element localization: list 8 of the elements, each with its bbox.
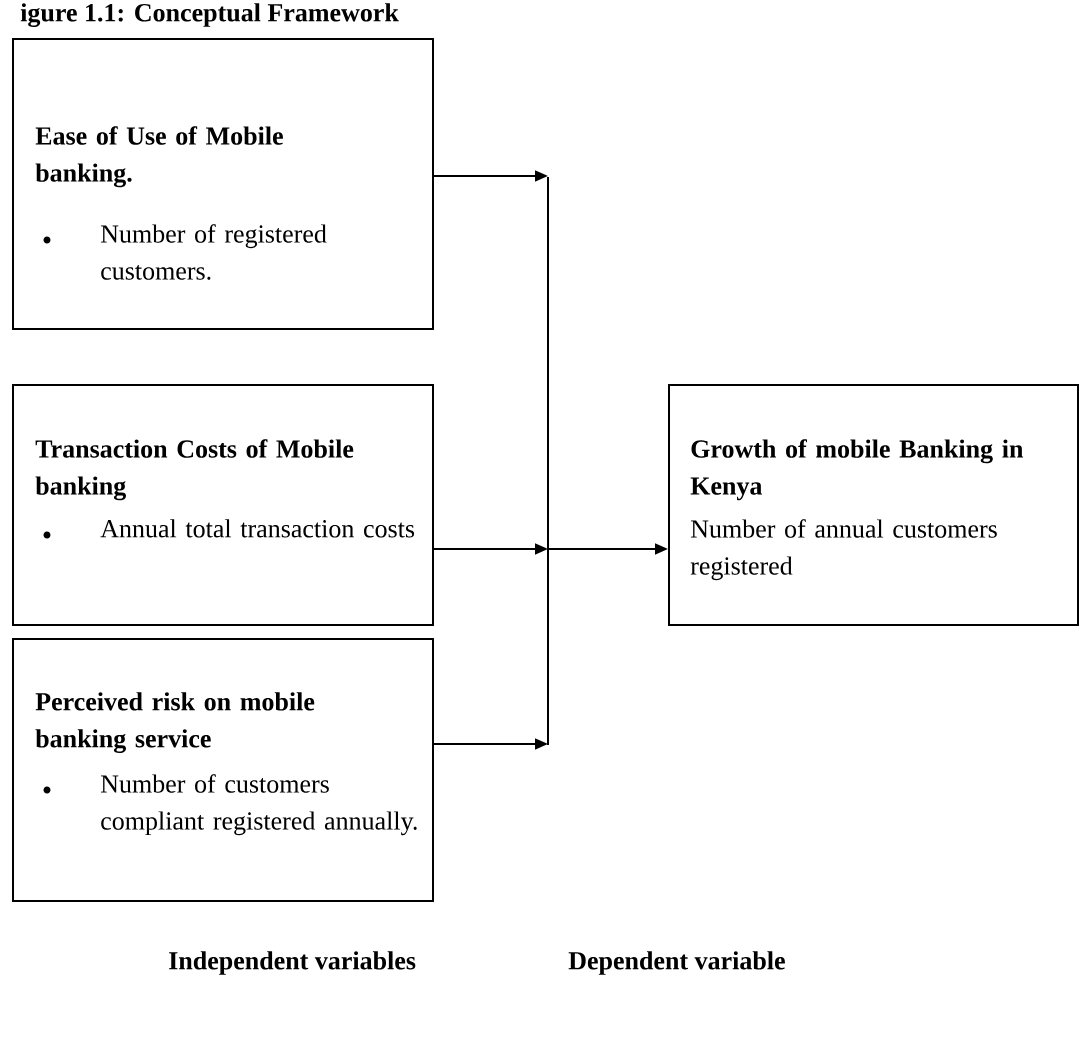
axis-caption: Dependent variable	[568, 951, 785, 975]
variable-box: Transaction Costs of Mobile banking Annual total transaction costs	[12, 384, 434, 626]
variable-box: Ease of Use of Mobile banking. Number of registered customers.	[12, 38, 434, 330]
figure-title: igure 1.1: Conceptual Framework	[20, 3, 399, 27]
junction-line	[547, 176, 549, 746]
variable-box: Perceived risk on mobile banking service Number of customers compliant registered annually.	[12, 638, 434, 902]
axis-caption: Independent variables	[169, 951, 416, 975]
variable-box: Growth of mobile Banking in Kenya Number of annual customers registered	[668, 384, 1079, 626]
